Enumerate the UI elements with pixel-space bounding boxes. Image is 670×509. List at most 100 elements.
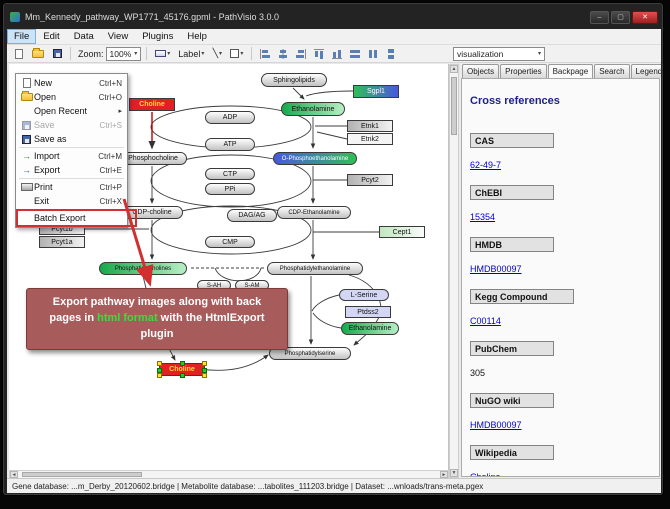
selection-handle[interactable]	[157, 361, 162, 366]
pathway-node[interactable]: Sphingolipids	[261, 73, 327, 87]
selection-handle[interactable]	[202, 368, 207, 373]
minimize-button[interactable]: –	[590, 10, 609, 24]
canvas-vertical-scrollbar[interactable]: ▲ ▼	[449, 64, 459, 478]
datanode-tool-button[interactable]: ▾	[152, 46, 173, 61]
crossref-link[interactable]: HMDB00097	[470, 264, 522, 274]
match-width-button[interactable]	[347, 46, 363, 61]
pathway-node[interactable]: Choline	[129, 98, 175, 111]
line-tool-icon: ╲	[212, 48, 219, 58]
menu-item-new[interactable]: New Ctrl+N	[16, 76, 127, 90]
side-panel-tabs: Objects Properties Backpage Search Legen…	[460, 63, 661, 79]
pathway-canvas[interactable]: Sphingolipids Sgpl1 Choline Ethanolamine…	[9, 64, 449, 470]
menu-item-export[interactable]: → Export Ctrl+E	[16, 163, 127, 177]
pathway-node[interactable]: Phosphatidylserine	[269, 347, 351, 360]
backpage-section: PubChem 305	[470, 341, 651, 381]
align-right-icon	[296, 48, 307, 59]
open-button[interactable]	[29, 46, 47, 61]
save-button[interactable]	[49, 46, 65, 61]
vertical-scroll-thumb[interactable]	[451, 77, 457, 135]
align-bottom-button[interactable]	[329, 46, 345, 61]
close-button[interactable]: ✕	[632, 10, 658, 24]
pathway-node[interactable]: Ethanolamine	[341, 322, 399, 335]
pathway-node-selected[interactable]: Choline	[157, 361, 207, 378]
scroll-down-button[interactable]: ▼	[450, 469, 458, 477]
crossref-link[interactable]: 15354	[470, 212, 496, 222]
selection-handle[interactable]	[180, 373, 185, 378]
menu-item-open[interactable]: Open Ctrl+O	[16, 90, 127, 104]
pathway-node[interactable]: ADP	[205, 111, 255, 124]
tab-properties[interactable]: Properties	[500, 64, 547, 78]
crossref-link[interactable]: 62-49-7	[470, 160, 502, 170]
pathway-node[interactable]: Etnk2	[347, 133, 393, 145]
menu-file[interactable]: File	[7, 29, 37, 44]
label-tool-button[interactable]: Label ▾	[175, 46, 207, 61]
selection-handle[interactable]	[157, 373, 162, 378]
scroll-left-button[interactable]: ◄	[10, 471, 18, 478]
menu-data[interactable]: Data	[73, 31, 94, 42]
selection-handle[interactable]	[157, 368, 162, 373]
scroll-right-button[interactable]: ►	[440, 471, 448, 478]
menu-item-exit[interactable]: Exit Ctrl+X	[34, 196, 122, 206]
statusbar: Gene database: ...m_Derby_20120602.bridg…	[7, 478, 661, 493]
menu-item-batch-export[interactable]: Batch Export	[34, 213, 86, 223]
pathway-node[interactable]: Etnk1	[347, 120, 393, 132]
pathway-node[interactable]: Pcyt1a	[39, 236, 85, 248]
horizontal-scroll-thumb[interactable]	[22, 472, 142, 477]
menu-view[interactable]: View	[107, 31, 129, 42]
pathway-node[interactable]: Cept1	[379, 226, 425, 238]
pathway-node[interactable]: ATP	[205, 138, 255, 151]
callout-highlight: html format	[97, 311, 158, 324]
tab-backpage[interactable]: Backpage	[547, 64, 594, 79]
menu-item-import[interactable]: → Import Ctrl+M	[16, 149, 127, 163]
new-file-button[interactable]	[11, 46, 27, 61]
pathway-node[interactable]: Ethanolamine	[281, 102, 345, 116]
pathway-node[interactable]: Ptdss2	[345, 306, 391, 318]
align-bottom-icon	[332, 49, 343, 59]
menu-item-save[interactable]: Save Ctrl+S	[16, 118, 127, 132]
pathway-node[interactable]: CMP	[205, 236, 255, 248]
align-center-x-button[interactable]	[275, 46, 291, 61]
pathway-node[interactable]: CDP-Ethanolamine	[277, 206, 351, 219]
pathway-node[interactable]: Pcyt2	[347, 174, 393, 186]
backpage-panel: Cross references CAS 62-49-7 ChEBI 15354…	[461, 78, 660, 477]
pathway-node[interactable]: O-Phosphoethanolamine	[273, 152, 357, 165]
crossref-link[interactable]: C00114	[470, 316, 501, 326]
tab-search[interactable]: Search	[594, 64, 630, 78]
visualization-combobox[interactable]: visualization ▾	[453, 46, 545, 61]
pathway-node[interactable]: Phosphatidylcholines	[99, 262, 187, 275]
scroll-up-button[interactable]: ▲	[450, 65, 458, 73]
align-right-button[interactable]	[293, 46, 309, 61]
pathway-node[interactable]: L-Serine	[339, 289, 389, 301]
shape-tool-button[interactable]: ▾	[227, 46, 246, 61]
crossref-link[interactable]: Choline	[470, 472, 501, 477]
match-height-button[interactable]	[365, 46, 381, 61]
menu-item-save-as[interactable]: Save as	[16, 132, 127, 146]
selection-handle[interactable]	[202, 361, 207, 366]
zoom-combobox[interactable]: 100% ▾	[105, 46, 142, 61]
align-top-button[interactable]	[311, 46, 327, 61]
menu-separator	[19, 147, 124, 148]
export-icon: →	[22, 165, 31, 175]
pathway-node[interactable]: DAG/AG	[227, 209, 277, 222]
backpage-section: Wikipedia Choline	[470, 445, 651, 477]
align-left-button[interactable]	[257, 46, 273, 61]
pathway-node[interactable]: CTP	[205, 168, 255, 180]
maximize-button[interactable]: ▢	[611, 10, 630, 24]
menu-item-print[interactable]: Print Ctrl+P	[16, 180, 127, 194]
pathway-node[interactable]: Phosphatidylethanolamine	[267, 262, 363, 275]
stack-vertical-button[interactable]	[383, 46, 399, 61]
pathway-node[interactable]: Phosphocholine	[119, 152, 187, 165]
crossref-link[interactable]: HMDB00097	[470, 420, 522, 430]
selection-handle[interactable]	[180, 361, 185, 366]
selection-handle[interactable]	[202, 373, 207, 378]
chevron-down-icon: ▾	[201, 51, 205, 57]
pathway-node[interactable]: Sgpl1	[353, 85, 399, 98]
pathway-node[interactable]: PPi	[205, 183, 255, 195]
menu-help[interactable]: Help	[187, 31, 207, 42]
menu-plugins[interactable]: Plugins	[142, 31, 174, 42]
line-tool-button[interactable]: ╲ ▾	[209, 46, 225, 61]
tab-legend[interactable]: Legend	[630, 64, 661, 78]
tab-objects[interactable]: Objects	[462, 64, 500, 78]
menu-edit[interactable]: Edit	[43, 31, 60, 42]
menu-item-open-recent[interactable]: Open Recent ▸	[34, 106, 122, 116]
